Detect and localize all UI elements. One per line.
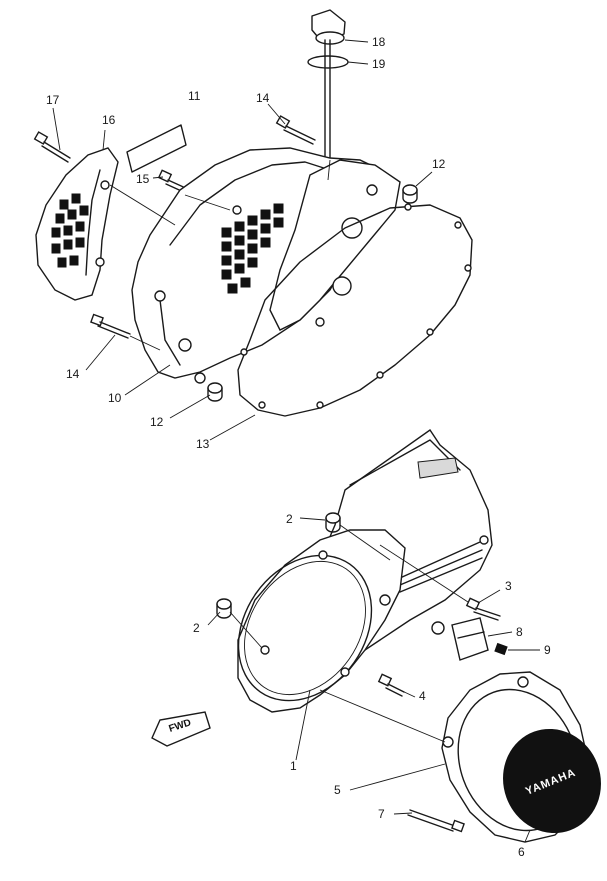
callout-2-left: 2 [193, 621, 200, 635]
callout-4: 4 [419, 689, 426, 703]
o-ring [307, 55, 349, 69]
gasket-13 [237, 204, 473, 417]
alignment-lines-upper [109, 159, 331, 351]
screw-7 [407, 809, 465, 833]
leader-lines [52, 39, 540, 843]
callout-12-top: 12 [432, 157, 446, 171]
gasket-holes [240, 203, 472, 409]
callout-19: 19 [372, 57, 386, 71]
callout-9: 9 [544, 643, 551, 657]
dowel-12-top [402, 184, 418, 204]
bolt-9 [494, 642, 508, 656]
callout-10: 10 [108, 391, 122, 405]
screw-14-top [275, 115, 316, 145]
callout-14-left: 14 [66, 367, 80, 381]
callout-1: 1 [290, 759, 297, 773]
callout-12-bottom: 12 [150, 415, 164, 429]
callout-13: 13 [196, 437, 210, 451]
clutch-cover-1 [237, 529, 406, 713]
callout-15: 15 [136, 172, 150, 186]
grille-cover-16 [35, 147, 119, 301]
yamaha-emblem-6: YAMAHA [503, 728, 601, 834]
callout-7: 7 [378, 807, 385, 821]
callout-3: 3 [505, 579, 512, 593]
dowel-12-bottom [207, 382, 223, 402]
callout-17: 17 [46, 93, 60, 107]
plate-8 [451, 617, 489, 661]
callout-6: 6 [518, 845, 525, 859]
dowel-2-top [325, 512, 341, 533]
alignment-lines-lower [229, 524, 469, 743]
label-plate [126, 124, 187, 173]
callout-14-top: 14 [256, 91, 270, 105]
crankcase-inner [269, 159, 401, 331]
callout-labels: 18 19 17 16 11 14 15 12 14 10 12 13 2 2 … [46, 35, 551, 859]
dowel-2-left [216, 598, 232, 619]
callout-8: 8 [516, 625, 523, 639]
screw-3 [465, 597, 501, 621]
fwd-arrow-icon: FWD [151, 711, 211, 747]
screw-14-left [90, 313, 131, 339]
callout-2-top: 2 [286, 512, 293, 526]
callout-18: 18 [372, 35, 386, 49]
screw-17 [33, 131, 71, 163]
oil-filler-cap [311, 9, 346, 161]
callout-5: 5 [334, 783, 341, 797]
screw-4 [377, 673, 405, 697]
callout-16: 16 [102, 113, 116, 127]
callout-11: 11 [188, 89, 201, 103]
